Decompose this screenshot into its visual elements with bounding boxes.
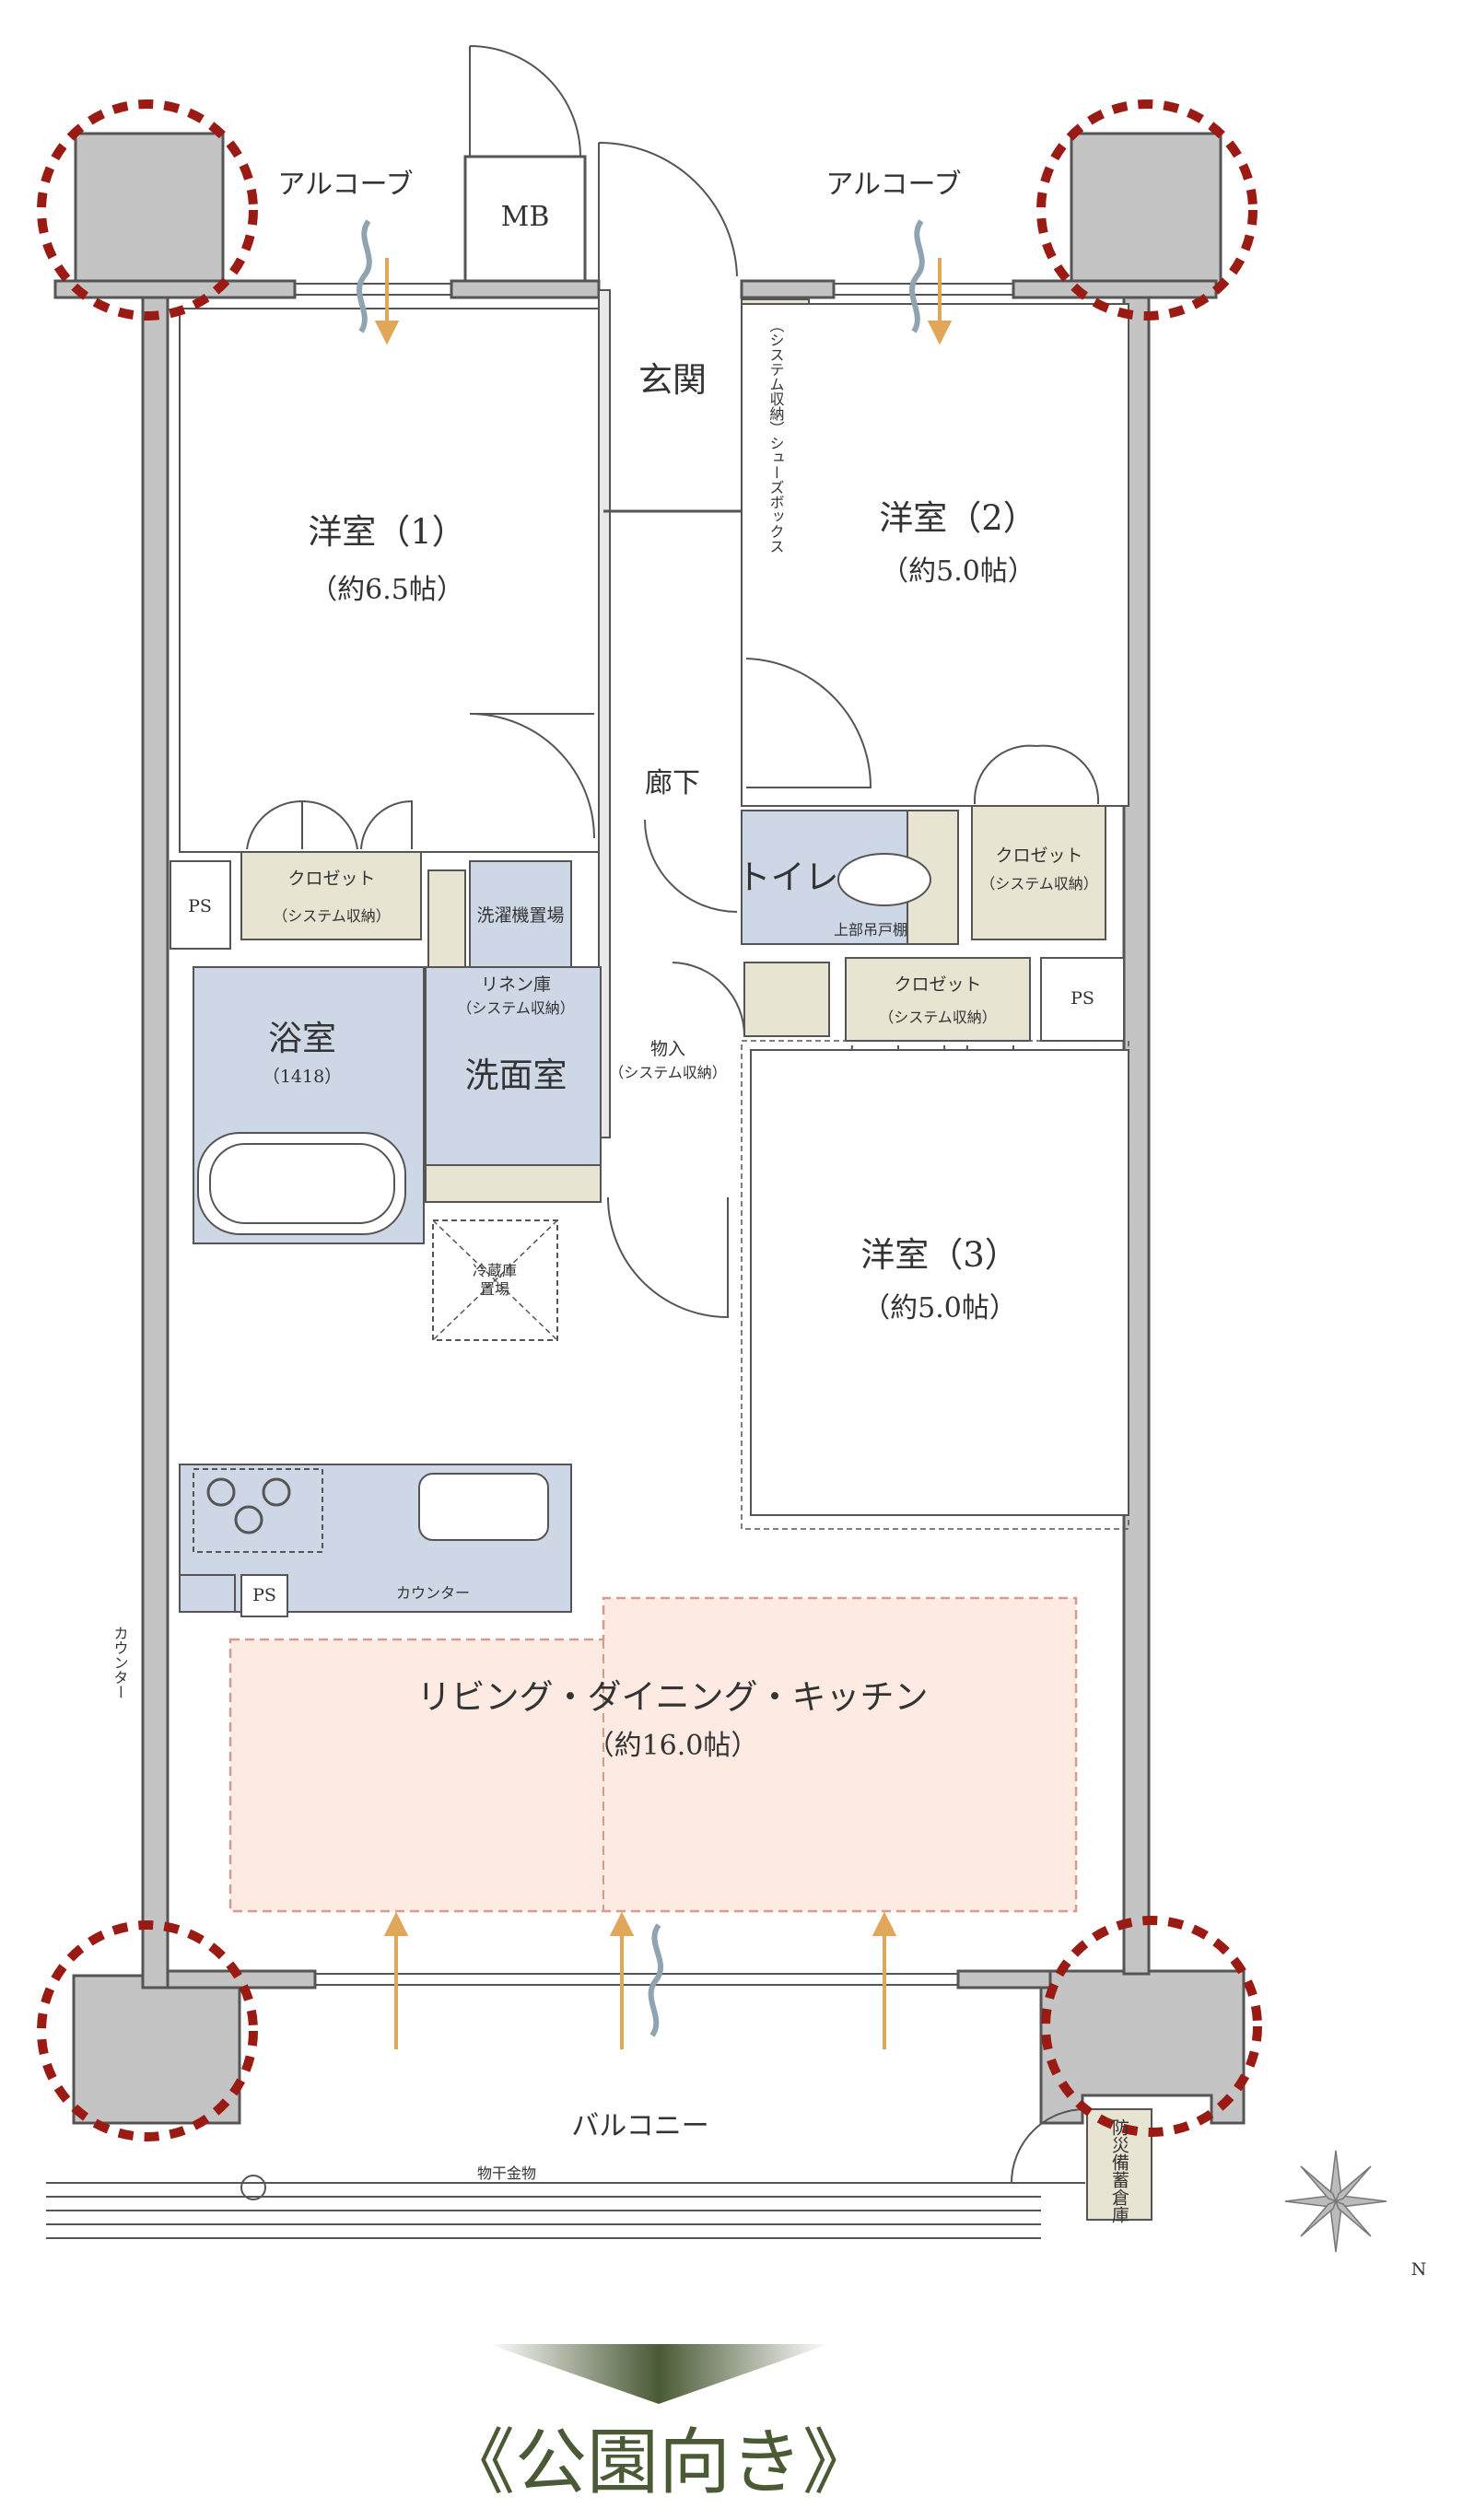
- room3-dashed: [741, 1040, 1129, 1530]
- linen-sub: （システム収納）: [457, 999, 575, 1017]
- compass-n-label: N: [1411, 2259, 1427, 2280]
- closet-room1-doors: [246, 799, 413, 850]
- ps-right-box: [1040, 957, 1125, 1042]
- ps-left-label: PS: [188, 896, 212, 916]
- closet-room2: [971, 805, 1106, 940]
- toilet-door: [644, 819, 738, 913]
- pillar-bottom-left: [72, 1974, 241, 2125]
- fridge-label-2: 置場: [480, 1280, 509, 1298]
- room3-size: （約5.0帖）: [862, 1292, 1017, 1324]
- ps-right-label: PS: [1070, 988, 1094, 1009]
- alcove-left-label: アルコーブ: [277, 169, 413, 201]
- room2-size: （約5.0帖）: [881, 555, 1035, 588]
- room1-size: （約6.5帖）: [310, 574, 464, 606]
- room3-door: [607, 1196, 729, 1319]
- room2-door: [745, 658, 872, 788]
- windows-top: [295, 283, 1013, 296]
- kitchen-sink: [418, 1473, 549, 1541]
- wall-top-right: [740, 279, 836, 299]
- washroom-area: [425, 966, 602, 1203]
- kitchen-ps-box: [240, 1574, 288, 1617]
- washer-space-label: 洗濯機置場: [476, 905, 564, 926]
- room3-name: 洋室（3）: [860, 1235, 1019, 1275]
- toilet-label: トイレ: [737, 858, 839, 897]
- shoe-box-label: （システム収納）シューズボックス: [767, 318, 785, 554]
- toilet-room: [741, 810, 913, 945]
- storage-sub: （システム収納）: [609, 1064, 727, 1081]
- washer-space: [469, 860, 572, 968]
- pillar-top-right: [1070, 132, 1222, 290]
- counter-side-label: カウンター: [111, 1626, 129, 1699]
- closet-room3: [845, 957, 1031, 1042]
- wall-bottom-right: [956, 1969, 1052, 1989]
- room1-door: [469, 713, 595, 839]
- ps-left-box: [170, 860, 231, 950]
- mb-label: MB: [501, 201, 550, 233]
- balcony-railing: [46, 2182, 1041, 2239]
- mb-box: [463, 155, 587, 283]
- closet-room2-label: クロゼット: [995, 846, 1082, 866]
- room1-name: 洋室（1）: [308, 512, 466, 552]
- fridge-x2: [432, 1219, 558, 1341]
- room1-area: [179, 308, 600, 853]
- disaster-storage-box: [1086, 2108, 1152, 2221]
- drying-hardware-label: 物干金物: [477, 2164, 536, 2182]
- closet-room1-label: クロゼット: [287, 869, 375, 889]
- wall-top-far-right: [1012, 279, 1218, 299]
- alcove-right-label: アルコーブ: [825, 169, 961, 201]
- pillar-bottom-right: [1039, 1969, 1246, 2125]
- wall-top-left: [53, 279, 297, 299]
- ldk-name: リビング・ダイニング・キッチン: [417, 1677, 929, 1717]
- bathroom-label: 浴室: [268, 1019, 336, 1058]
- closet-room1: [240, 851, 422, 940]
- entrance-door: [598, 142, 738, 290]
- room2-name: 洋室（2）: [879, 498, 1037, 538]
- kitchen-counter-side: [179, 1574, 236, 1613]
- airflow-arrows: [374, 258, 953, 2049]
- stove-burners: [206, 1477, 291, 1534]
- disaster-storage-label: 防災備蓄倉庫: [1109, 2118, 1129, 2223]
- pillar-top-left: [74, 132, 225, 290]
- balcony-drain: [240, 2175, 266, 2200]
- closet-room3-label: クロゼット: [894, 974, 981, 995]
- windows-bottom: [315, 1973, 958, 1986]
- bathroom-size: （1418）: [263, 1067, 342, 1087]
- wall-left: [141, 286, 170, 1989]
- bathtub: [197, 1132, 406, 1235]
- storage-box: [743, 962, 830, 1037]
- washroom-vanity: [425, 1164, 602, 1203]
- orientation-label: 《公園向き》: [443, 2421, 874, 2504]
- corridor-label: 廊下: [645, 767, 700, 799]
- highlight-circles: [37, 99, 1262, 2141]
- storage-door: [672, 962, 745, 1037]
- ps-kitchen-label: PS: [252, 1585, 276, 1605]
- ldk-size: （約16.0帖）: [587, 1730, 759, 1762]
- banner-arrow: [488, 2344, 829, 2404]
- balcony-label: バルコニー: [571, 2110, 708, 2142]
- closet-room2-sub: （システム収納）: [980, 875, 1098, 892]
- linen-label: リネン庫: [481, 974, 551, 995]
- upper-cabinet-label: 上部吊戸棚: [834, 921, 907, 939]
- storage-label: 物入: [650, 1039, 685, 1059]
- toilet-bowl: [837, 853, 931, 906]
- room2-area: [741, 303, 1129, 807]
- air-waves: [357, 219, 925, 2037]
- mb-door: [469, 45, 581, 158]
- kitchen-stove: [193, 1468, 323, 1553]
- linen-storage: [427, 869, 466, 977]
- room3-area: [750, 1049, 1129, 1516]
- wall-top-mb: [450, 279, 601, 299]
- fridge-label-1: 冷蔵庫: [473, 1262, 517, 1279]
- counter-kitchen-label: カウンター: [396, 1584, 470, 1602]
- entrance-label: 玄関: [638, 360, 707, 400]
- closet-room1-sub: （システム収納）: [273, 907, 391, 925]
- bathtub-inner: [209, 1143, 395, 1224]
- disaster-storage-door: [1010, 2108, 1086, 2184]
- washroom-label: 洗面室: [465, 1056, 567, 1095]
- closet-room2-doors: [973, 744, 1100, 805]
- closet-room3-sub: （システム収納）: [879, 1009, 997, 1026]
- compass-icon: [1284, 2150, 1387, 2253]
